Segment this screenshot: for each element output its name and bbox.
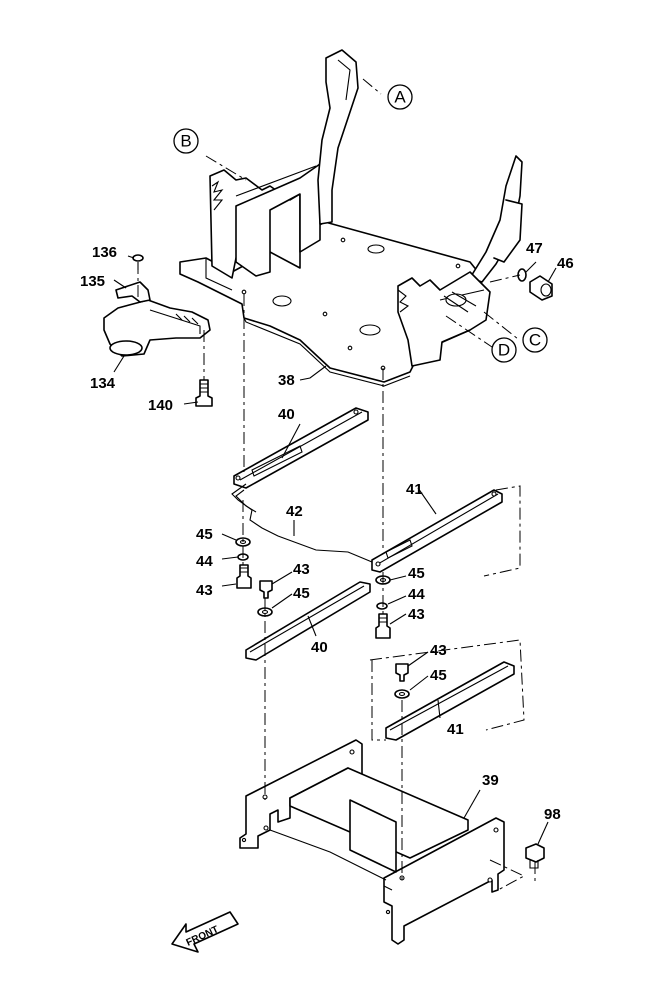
callout-41-upper: 41	[406, 481, 423, 498]
ref-label-d: D	[498, 341, 510, 360]
callout-39: 39	[482, 772, 499, 789]
bolt-43-b	[259, 580, 273, 599]
callout-47: 47	[526, 240, 543, 257]
front-direction-arrow: FRONT	[171, 911, 239, 953]
callout-40-upper: 40	[278, 406, 295, 423]
ref-circle-b: B	[173, 128, 199, 154]
ref-circle-c: C	[522, 327, 548, 353]
alignment-lines	[137, 78, 536, 891]
left-console-bracket	[209, 163, 321, 279]
callout-134: 134	[90, 375, 116, 392]
bolt-98	[525, 843, 545, 869]
callout-43-left: 43	[196, 582, 213, 599]
callout-45-left: 45	[196, 526, 213, 543]
leader-lines	[113, 255, 557, 845]
base-frame-39	[239, 739, 505, 945]
washer-45-d	[394, 689, 410, 699]
seat-rail-40-upper	[233, 407, 369, 489]
callout-43-right: 43	[408, 606, 425, 623]
part-callouts: 38 39 40 40 41 41 42 43 43 43 43 44 44 4…	[80, 240, 574, 823]
ref-circle-d: D	[491, 337, 517, 363]
callout-42: 42	[286, 503, 303, 520]
ref-circle-a: A	[387, 84, 413, 110]
bolt-43-d	[395, 663, 409, 682]
right-lever-arm	[469, 155, 523, 283]
bolt-140	[195, 379, 213, 407]
bracket-135	[115, 281, 151, 303]
seat-rail-41-upper	[371, 489, 503, 573]
callout-136: 136	[92, 244, 117, 261]
bolt-43-c	[375, 613, 391, 639]
callout-44-left: 44	[196, 553, 213, 570]
callout-45-right: 45	[408, 565, 425, 582]
right-console-bracket	[397, 271, 491, 367]
left-lever-arm	[317, 49, 359, 225]
callout-43-mid: 43	[293, 561, 310, 578]
callout-38: 38	[278, 372, 295, 389]
ashtray-holder-134	[103, 299, 211, 357]
callout-135: 135	[80, 273, 105, 290]
callout-41-lower: 41	[447, 721, 464, 738]
callout-45-lower-right: 45	[430, 667, 447, 684]
callout-140: 140	[148, 397, 173, 414]
spring-washer-44-b	[376, 602, 388, 610]
ref-label-a: A	[394, 88, 406, 107]
callout-44-right: 44	[408, 586, 425, 603]
callout-40-lower: 40	[311, 639, 328, 656]
slide-rod-42	[231, 483, 373, 563]
callout-46: 46	[557, 255, 574, 272]
callout-43-lower-right: 43	[430, 642, 447, 659]
ref-label-b: B	[180, 132, 191, 151]
callout-98: 98	[544, 806, 561, 823]
knob-46	[529, 275, 553, 301]
ref-label-c: C	[529, 331, 541, 350]
seat-rail-40-lower	[245, 581, 371, 661]
bolt-43-a	[236, 564, 252, 589]
seat-rail-41-lower	[385, 661, 515, 741]
callout-45-mid: 45	[293, 585, 310, 602]
